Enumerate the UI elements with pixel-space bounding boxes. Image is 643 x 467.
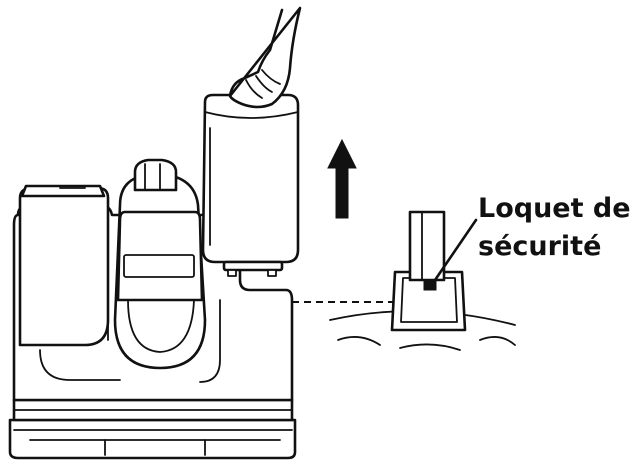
safety-latch-label-line2: sécurité [478, 231, 602, 262]
dirty-water-tank [201, 93, 300, 277]
hand-icon [228, 6, 302, 109]
safety-latch-label-line1: Loquet de [478, 193, 631, 224]
latch-detail-view [329, 210, 516, 351]
safety-latch-label: Loquet de sécurité [478, 190, 643, 266]
center-handle [113, 158, 207, 370]
up-arrow-icon [327, 138, 357, 219]
